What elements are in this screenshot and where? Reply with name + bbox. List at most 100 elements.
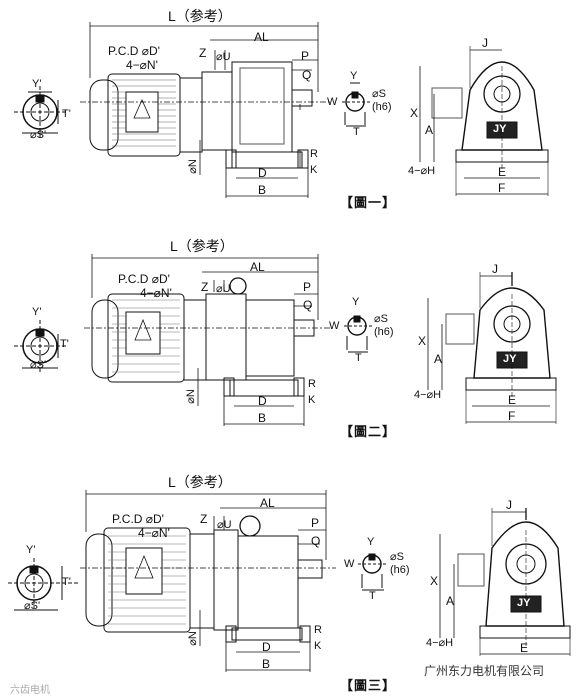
length-label: L（参考） (170, 238, 234, 254)
r-label: R (314, 624, 322, 636)
h6-label: (h6) (374, 326, 394, 338)
watermark-left: 六齿电机 (10, 685, 50, 696)
front-view (427, 272, 557, 424)
shaft-key-view (358, 553, 386, 591)
t-label: T (353, 126, 360, 138)
al-label: AL (260, 496, 275, 510)
n-label: ⌀N (184, 389, 197, 404)
x-label: X (418, 334, 427, 348)
shaft-end-view-left (8, 558, 80, 611)
b-label: B (262, 657, 271, 671)
n-label: ⌀N (186, 631, 199, 646)
q-label: Q (302, 68, 312, 82)
figure-1: L（参考） AL P.C.D ⌀D' 4−⌀N' Z ⌀U P Q Y' T' … (0, 0, 583, 228)
y-label: Y (350, 70, 358, 82)
length-label: L（参考） (168, 8, 232, 24)
n-prime-label: 4−⌀N' (138, 526, 170, 540)
front-view (439, 508, 571, 656)
e-label: E (498, 165, 507, 179)
q-label: Q (303, 298, 313, 312)
k-label: K (314, 640, 322, 652)
front-view (419, 46, 549, 196)
k-label: K (310, 164, 318, 176)
motor-body (89, 73, 203, 157)
a-label: A (434, 352, 443, 366)
z-label: Z (200, 512, 208, 526)
w-label: W (327, 96, 338, 108)
t-prime-label: T' (62, 108, 71, 120)
h-label: 4−⌀H (426, 637, 454, 649)
length-label: L（参考） (168, 474, 232, 490)
figure-3: L（参考） AL P.C.D ⌀D' 4−⌀N' Z ⌀U P Q Y' T' … (0, 460, 583, 697)
t-prime-label: T' (60, 338, 69, 350)
a-label: A (446, 594, 455, 608)
pcd-label: P.C.D ⌀D' (118, 272, 170, 286)
d-label: D (258, 166, 267, 180)
p-label: P (301, 49, 310, 63)
b-label: B (258, 183, 267, 197)
u-label: ⌀U (216, 283, 231, 295)
brand-label: JY (503, 353, 517, 365)
reducer-body (201, 61, 313, 169)
figure-3-caption: 【圖三】 (340, 678, 397, 693)
reducer-body (213, 515, 323, 643)
x-label: X (410, 106, 419, 120)
t-prime-label: T' (62, 576, 71, 588)
s-prime-label: ⌀S' (30, 359, 47, 371)
j-label: J (506, 498, 512, 512)
q-label: Q (311, 534, 321, 548)
shaft-key-view (344, 315, 372, 353)
b-label: B (258, 411, 267, 425)
d-label: D (262, 640, 271, 654)
dimension-lines (91, 254, 319, 426)
motor-body (91, 293, 207, 383)
u-label: ⌀U (217, 519, 232, 531)
h6-label: (h6) (390, 564, 410, 576)
r-label: R (310, 148, 318, 160)
p-label: P (311, 516, 320, 530)
figure-1-caption: 【圖一】 (340, 195, 397, 210)
y-prime-label: Y' (26, 544, 36, 556)
j-label: J (482, 36, 488, 50)
al-label: AL (250, 260, 265, 274)
h-label: 4−⌀H (408, 165, 436, 177)
figure-2-caption: 【圖二】 (340, 424, 397, 439)
s-label: ⌀S (372, 88, 386, 100)
z-label: Z (199, 46, 207, 60)
figure-1-drawing (14, 22, 549, 198)
w-label: W (344, 558, 355, 570)
pcd-label: P.C.D ⌀D' (108, 44, 160, 58)
x-label: X (430, 574, 439, 588)
s-prime-label: ⌀S' (30, 129, 47, 141)
dimension-lines (85, 490, 327, 672)
n-label: ⌀N (186, 159, 199, 174)
al-label: AL (254, 30, 269, 44)
motor-body (85, 527, 215, 633)
y-prime-label: Y' (32, 306, 42, 318)
brand-label: JY (493, 123, 507, 135)
s-label: ⌀S (374, 313, 388, 325)
y-label: Y (367, 536, 375, 548)
h6-label: (h6) (372, 101, 392, 113)
a-label: A (425, 123, 434, 137)
watermark-right: 广州东力电机有限公司 (424, 664, 545, 678)
f-label: F (508, 409, 516, 423)
t-label: T (355, 352, 362, 364)
e-label: E (520, 641, 529, 655)
t-label: T (369, 590, 376, 602)
shaft-end-view-left (14, 86, 66, 138)
y-prime-label: Y' (32, 78, 42, 90)
z-label: Z (201, 280, 209, 294)
f-label: F (498, 181, 506, 195)
figure-3-drawing (8, 490, 571, 672)
e-label: E (508, 393, 517, 407)
d-label: D (258, 394, 267, 408)
pcd-label: P.C.D ⌀D' (112, 512, 164, 526)
r-label: R (308, 378, 316, 390)
n-prime-label: 4−⌀N' (126, 58, 158, 72)
n-prime-label: 4−⌀N' (140, 286, 172, 300)
w-label: W (329, 320, 340, 332)
h-label: 4−⌀H (414, 389, 442, 401)
shaft-key-view (342, 82, 370, 127)
figure-2: L（参考） AL P.C.D ⌀D' 4−⌀N' Z ⌀U P Q Y' T' … (0, 228, 583, 460)
